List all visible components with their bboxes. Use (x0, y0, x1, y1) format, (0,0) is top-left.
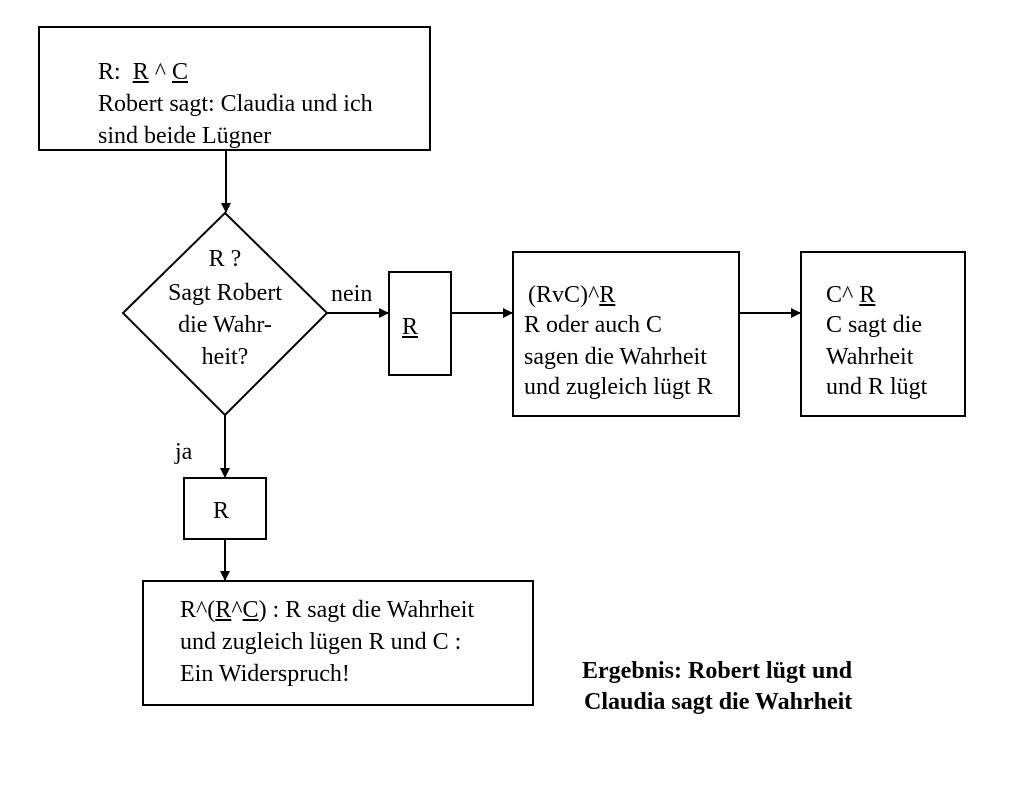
combo-line3: sagen die Wahrheit (524, 344, 707, 370)
final-line4: und R lügt (826, 374, 928, 400)
start-operator: ^ (154, 59, 166, 85)
final-r-negated: R (859, 282, 876, 308)
contradiction-r-negated: R (215, 597, 232, 623)
combo-formula: (RvC)^R (528, 279, 615, 311)
contradiction-expr-start: R^( (180, 597, 216, 623)
start-r-negated: R (132, 59, 149, 85)
contradiction-operator: ^ (231, 597, 243, 623)
yes-r-label: R (213, 498, 230, 524)
contradiction-line3: Ein Widerspruch! (180, 661, 350, 687)
contradiction-formula: R^(R^C) : R sagt die Wahrheit (180, 594, 474, 626)
start-statement-line1: Robert sagt: Claudia und ich (98, 91, 373, 117)
start-prefix: R: (98, 59, 121, 85)
label-ja: ja (175, 439, 193, 465)
decision-line2: Sagt Robert (168, 280, 282, 306)
start-box: R: R ^ C Robert sagt: Claudia und ich si… (38, 26, 431, 151)
start-formula: R: R ^ C (98, 56, 188, 88)
contradiction-box: R^(R^C) : R sagt die Wahrheit und zuglei… (142, 580, 534, 706)
combo-expression: (RvC)^ (528, 282, 600, 308)
contradiction-c-negated: C (242, 597, 259, 623)
combo-line2: R oder auch C (524, 312, 662, 338)
combo-r-negated: R (599, 282, 616, 308)
final-expression: C^ (826, 282, 860, 308)
start-c-negated: C (171, 59, 188, 85)
final-line3: Wahrheit (826, 344, 914, 370)
decision-line1: R ? (208, 246, 242, 272)
decision-line4: heit? (201, 344, 249, 370)
start-statement-line2: sind beide Lügner (98, 123, 272, 149)
contradiction-expr-end: ) : R sagt die Wahrheit (258, 597, 475, 623)
yes-r-box: R (183, 477, 267, 540)
combo-box: (RvC)^R R oder auch C sagen die Wahrheit… (512, 251, 740, 417)
contradiction-line2: und zugleich lügen R und C : (180, 629, 462, 655)
no-r-box: R (388, 271, 452, 376)
final-line2: C sagt die (826, 312, 922, 338)
combo-line4: und zugleich lügt R (524, 374, 713, 400)
decision-line3: die Wahr- (178, 312, 272, 338)
no-r-label: R (402, 314, 419, 340)
label-nein: nein (331, 281, 373, 307)
result-line1: Ergebnis: Robert lügt und (582, 658, 853, 684)
result-line2: Claudia sagt die Wahrheit (584, 689, 853, 715)
final-box: C^ R C sagt die Wahrheit und R lügt (800, 251, 966, 417)
final-formula: C^ R (826, 279, 875, 311)
